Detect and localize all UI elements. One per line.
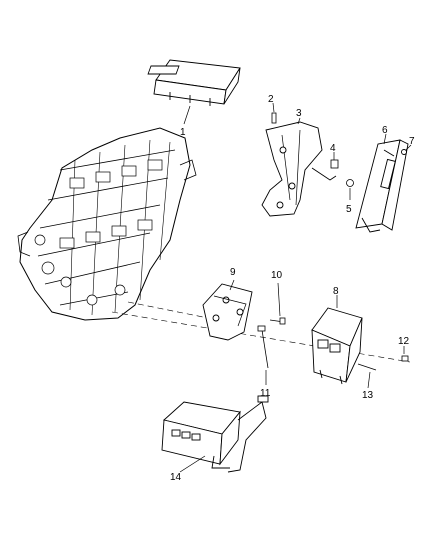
control-module-icon xyxy=(355,139,409,233)
callout-8: 8 xyxy=(333,286,339,297)
callout-10: 10 xyxy=(271,270,283,281)
stud-icon xyxy=(357,363,377,371)
callout-3: 3 xyxy=(296,108,302,119)
bolt-icon xyxy=(401,355,409,362)
callout-labels: 1 2 3 4 5 6 7 8 9 10 11 12 13 14 xyxy=(170,94,415,483)
callout-7: 7 xyxy=(409,136,415,147)
alignment-lines xyxy=(111,301,411,363)
callout-13: 13 xyxy=(362,390,374,401)
mounting-bracket-icon xyxy=(202,283,253,341)
stud-icon xyxy=(271,112,277,124)
callout-11: 11 xyxy=(260,388,271,399)
callout-6: 6 xyxy=(382,125,388,136)
control-module-icon xyxy=(147,59,241,106)
callout-4: 4 xyxy=(330,143,336,154)
mounting-bracket-icon xyxy=(261,121,337,217)
leader-lines xyxy=(179,102,412,473)
callout-1: 1 xyxy=(180,127,186,138)
engine-block-icon xyxy=(17,127,197,321)
control-module-icon xyxy=(311,307,363,385)
callout-2: 2 xyxy=(268,94,274,105)
nut-icon xyxy=(330,159,354,187)
bolt-icon xyxy=(269,317,286,325)
callout-14: 14 xyxy=(170,472,182,483)
callout-12: 12 xyxy=(398,336,410,347)
stud-icon xyxy=(257,325,269,369)
callout-9: 9 xyxy=(230,267,236,278)
callout-5: 5 xyxy=(346,204,352,215)
control-module-icon xyxy=(161,395,269,473)
